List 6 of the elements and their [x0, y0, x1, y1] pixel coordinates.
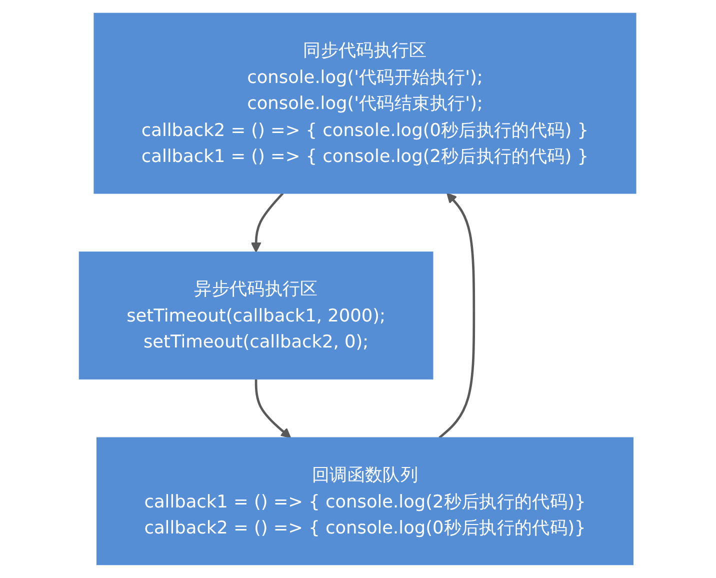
arrow: [251, 192, 284, 253]
node-box: 回调函数队列 callback1 = () => { console.log(2秒后执行的代码)} callback2 = () => { console.log(0秒后执行的代码)}: [96, 437, 634, 566]
arrow: [255, 378, 292, 438]
node-box: 异步代码执行区 setTimeout(callback1, 2000); setTimeout(callback2, 0);: [79, 252, 434, 380]
node-box: 同步代码执行区 console.log('代码开始执行'); console.log('代码结束执行'); callback2 = () => { console.log(0秒后执行的代码) } callback1 = () => { console.log(2秒后执行的代码) }: [94, 12, 637, 194]
arrow: [439, 192, 476, 439]
